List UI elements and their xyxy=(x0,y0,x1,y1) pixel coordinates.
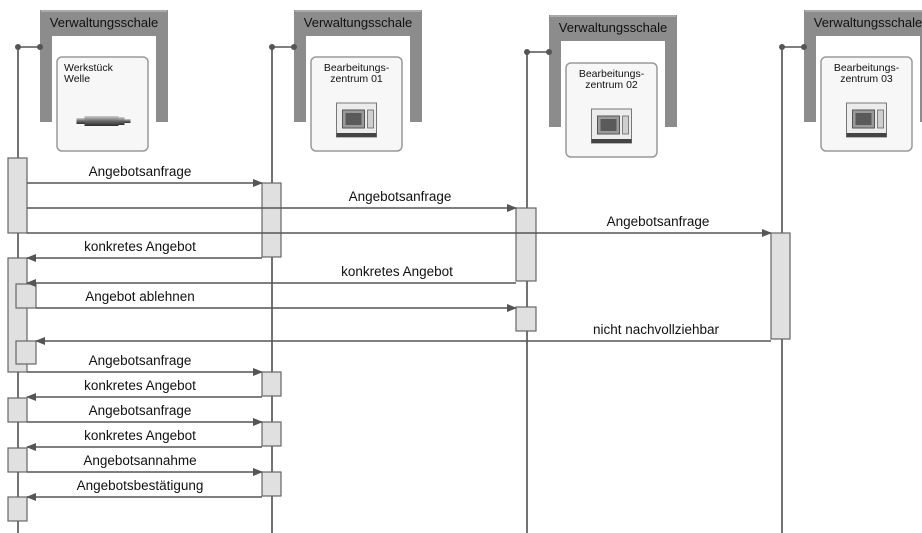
connector-dot xyxy=(269,44,275,50)
machine-panel xyxy=(367,109,374,129)
message-label: Angebotsannahme xyxy=(83,453,196,468)
asset-card-title: Bearbeitungs- xyxy=(834,62,900,74)
machine-panel xyxy=(622,115,629,135)
asset-card-title: zentrum 01 xyxy=(330,73,383,85)
activation-bar xyxy=(770,232,791,340)
activation-bar xyxy=(7,496,28,522)
message-label: Angebotsanfrage xyxy=(89,403,192,418)
shaft-step xyxy=(118,117,125,125)
asset-card-title: Bearbeitungs- xyxy=(579,68,645,80)
shell-frame xyxy=(804,10,922,122)
machine-interior xyxy=(345,113,362,125)
asset-card xyxy=(56,56,149,152)
asset-card-title: Bearbeitungs- xyxy=(324,62,390,74)
message-label: konkretes Angebot xyxy=(84,378,196,393)
connector-dot xyxy=(779,44,785,50)
activation-bar xyxy=(515,306,537,332)
shell-frame xyxy=(294,10,422,122)
message-label: nicht nachvollziehbar xyxy=(593,322,720,337)
message-label: konkretes Angebot xyxy=(84,428,196,443)
participant-headers: VerwaltungsschaleWerkstückWelleVerwaltun… xyxy=(15,10,922,158)
activation-bar xyxy=(7,157,28,234)
machine-base xyxy=(846,133,887,137)
machining-center-icon xyxy=(846,102,887,138)
shell-label: Verwaltungsschale xyxy=(304,15,412,30)
machine-interior xyxy=(600,119,617,131)
message-arrows xyxy=(26,179,772,501)
shell-frame xyxy=(549,15,677,127)
connector-dot xyxy=(801,44,807,50)
message-label: konkretes Angebot xyxy=(84,239,196,254)
shaft-body xyxy=(84,116,119,126)
message-label: Angebotsanfrage xyxy=(349,189,452,204)
activation-bar xyxy=(15,283,37,309)
activation-bar xyxy=(7,397,28,423)
message-label: Angebot ablehnen xyxy=(85,289,195,304)
shaft-end xyxy=(76,118,85,124)
activation-bar xyxy=(515,207,537,282)
connector-dot xyxy=(546,49,552,55)
connector-dot xyxy=(524,49,530,55)
connector-dot xyxy=(37,44,43,50)
machine-base xyxy=(336,133,377,137)
machining-center-icon xyxy=(591,108,632,144)
machine-base xyxy=(591,139,632,143)
shell-frame xyxy=(40,10,168,122)
message-label: Angebotsanfrage xyxy=(89,164,192,179)
message-label: Angebotsbestätigung xyxy=(77,478,204,493)
machining-center-icon xyxy=(336,102,377,138)
asset-card-title: zentrum 03 xyxy=(840,73,893,85)
activation-bar xyxy=(15,340,37,365)
message-labels: AngebotsanfrageAngebotsanfrageAngebotsan… xyxy=(77,164,720,493)
activation-bar xyxy=(261,371,282,397)
message-label: Angebotsanfrage xyxy=(607,214,710,229)
asset-card-title: Werkstück xyxy=(64,62,114,74)
message-label: konkretes Angebot xyxy=(341,264,453,279)
connector-dot xyxy=(291,44,297,50)
asset-card-title: zentrum 02 xyxy=(585,79,638,91)
activation-bar xyxy=(261,421,282,447)
shell-label: Verwaltungsschale xyxy=(559,20,667,35)
machine-interior xyxy=(855,113,872,125)
shaft-icon xyxy=(76,116,131,126)
shell-label: Verwaltungsschale xyxy=(50,15,158,30)
machine-panel xyxy=(877,109,884,129)
activation-bar xyxy=(7,447,28,473)
asset-card-title: Welle xyxy=(64,73,90,85)
activation-bar xyxy=(261,471,282,497)
activation-bar xyxy=(261,182,282,258)
shaft-tip xyxy=(124,119,131,123)
shell-label: Verwaltungsschale xyxy=(814,15,922,30)
message-label: Angebotsanfrage xyxy=(89,353,192,368)
connector-dot xyxy=(15,44,21,50)
